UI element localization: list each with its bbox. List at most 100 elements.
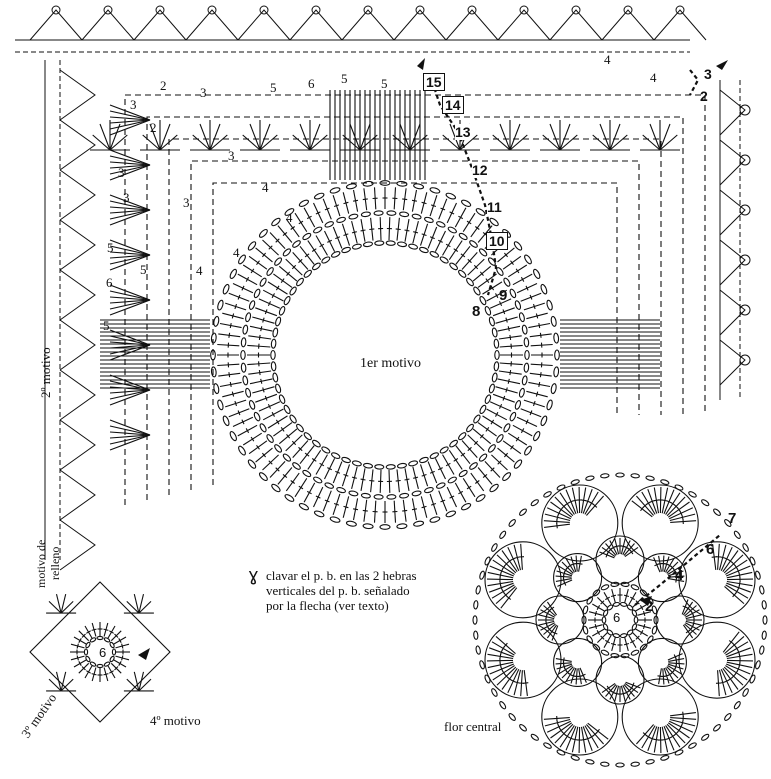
stitch-tick bbox=[509, 370, 512, 376]
stitch-tick bbox=[327, 239, 333, 243]
stitch-tick bbox=[502, 309, 506, 315]
chain-stitch bbox=[631, 623, 638, 631]
stitch-tick bbox=[738, 581, 741, 587]
round-number-12: 12 bbox=[472, 162, 488, 178]
picot-stitch bbox=[415, 5, 425, 15]
chain-stitch bbox=[259, 423, 267, 433]
chain-stitch bbox=[499, 701, 507, 710]
fan-stitch bbox=[109, 104, 151, 121]
filler-motif-chart bbox=[29, 581, 171, 723]
stitch-tick bbox=[635, 635, 640, 640]
stitch-tick bbox=[343, 473, 349, 477]
stitch-tick bbox=[642, 610, 646, 617]
stitch-tick bbox=[440, 499, 446, 503]
stitch-tick bbox=[467, 446, 472, 452]
fan-stitch bbox=[126, 601, 140, 614]
chain-stitch bbox=[272, 327, 279, 338]
border-zigzag bbox=[59, 369, 96, 421]
stitch-tick bbox=[505, 387, 508, 393]
stitch-tick bbox=[228, 332, 231, 338]
chain-stitch bbox=[484, 394, 492, 404]
chain-stitch bbox=[312, 262, 321, 271]
stitch-tick bbox=[482, 473, 488, 479]
stitch-tick bbox=[535, 313, 539, 319]
row-number: 3 bbox=[228, 148, 235, 163]
stitch-tick bbox=[76, 655, 79, 661]
stitch-tick bbox=[568, 736, 574, 740]
stitch-tick bbox=[600, 600, 605, 605]
stitch-tick bbox=[538, 381, 541, 387]
chain-stitch bbox=[651, 625, 658, 635]
petal-outline bbox=[541, 678, 619, 756]
stitch-tick bbox=[473, 264, 479, 270]
stitch-tick bbox=[610, 642, 617, 646]
chain-stitch bbox=[701, 733, 710, 741]
chain-stitch bbox=[238, 254, 246, 265]
chain-stitch bbox=[385, 240, 396, 246]
chain-stitch bbox=[275, 316, 282, 327]
stitch-tick bbox=[495, 411, 499, 417]
chain-stitch bbox=[266, 434, 274, 443]
stitch-tick bbox=[497, 460, 502, 465]
chain-stitch bbox=[475, 208, 486, 216]
fan-stitch bbox=[109, 209, 151, 220]
stitch-tick bbox=[538, 323, 541, 329]
row-number: 3 bbox=[123, 190, 130, 205]
row-number: 4 bbox=[233, 245, 240, 260]
fan-stitch bbox=[642, 134, 661, 151]
petal-outline bbox=[595, 655, 645, 705]
flower-round-number-4: 4 bbox=[675, 567, 684, 584]
stitch-tick bbox=[234, 303, 238, 310]
stitch-tick bbox=[404, 478, 410, 481]
chain-stitch bbox=[508, 713, 516, 721]
chain-stitch bbox=[540, 415, 548, 427]
chain-stitch bbox=[473, 414, 481, 424]
chain-stitch bbox=[379, 524, 391, 530]
stitch-tick bbox=[234, 400, 238, 407]
stitch-tick bbox=[523, 682, 529, 684]
chain-stitch bbox=[749, 674, 756, 684]
fan-stitch bbox=[109, 134, 128, 151]
stitch-tick bbox=[280, 426, 285, 432]
stitch-tick bbox=[466, 220, 472, 225]
stitch-tick bbox=[728, 640, 734, 645]
round-number-15: 15 bbox=[423, 73, 445, 91]
chain-stitch bbox=[222, 283, 230, 295]
stitch-tick bbox=[413, 476, 419, 479]
stitch-tick bbox=[291, 264, 297, 270]
chain-stitch bbox=[242, 375, 249, 386]
chain-stitch bbox=[626, 604, 634, 611]
chain-stitch bbox=[582, 605, 589, 615]
chain-stitch bbox=[543, 742, 552, 749]
chain-stitch bbox=[109, 655, 115, 663]
stitch-tick bbox=[421, 233, 427, 237]
note-line-3: por la flecha (ver texto) bbox=[266, 598, 389, 613]
stitch-tick bbox=[440, 207, 446, 211]
petal-outline bbox=[484, 621, 562, 699]
chain-stitch bbox=[724, 713, 732, 721]
fan-stitch bbox=[109, 251, 151, 256]
fan-stitch bbox=[159, 123, 171, 151]
stitch-tick bbox=[572, 738, 578, 741]
stitch-tick bbox=[499, 585, 503, 591]
chain-stitch bbox=[240, 349, 246, 361]
chain-stitch bbox=[518, 312, 525, 323]
arrow-icon bbox=[417, 58, 425, 70]
border-zigzag bbox=[185, 9, 239, 41]
petal-outline bbox=[553, 637, 603, 687]
stitch-tick bbox=[411, 199, 417, 202]
stitch-tick bbox=[298, 220, 304, 225]
chain-stitch bbox=[396, 241, 408, 248]
chain-stitch bbox=[284, 208, 295, 216]
stitch-tick bbox=[479, 434, 484, 439]
fourth-motif-label: 4º motivo bbox=[150, 713, 201, 728]
stitch-tick bbox=[324, 207, 330, 211]
fan-stitch bbox=[109, 425, 151, 436]
flower-round-number-2: 2 bbox=[645, 598, 654, 615]
stitch-tick bbox=[499, 301, 503, 307]
chain-stitch bbox=[543, 491, 552, 498]
stitch-tick bbox=[245, 428, 250, 434]
stitch-tick bbox=[676, 728, 681, 733]
row-number: 4 bbox=[604, 52, 611, 67]
round-outline bbox=[168, 138, 662, 495]
